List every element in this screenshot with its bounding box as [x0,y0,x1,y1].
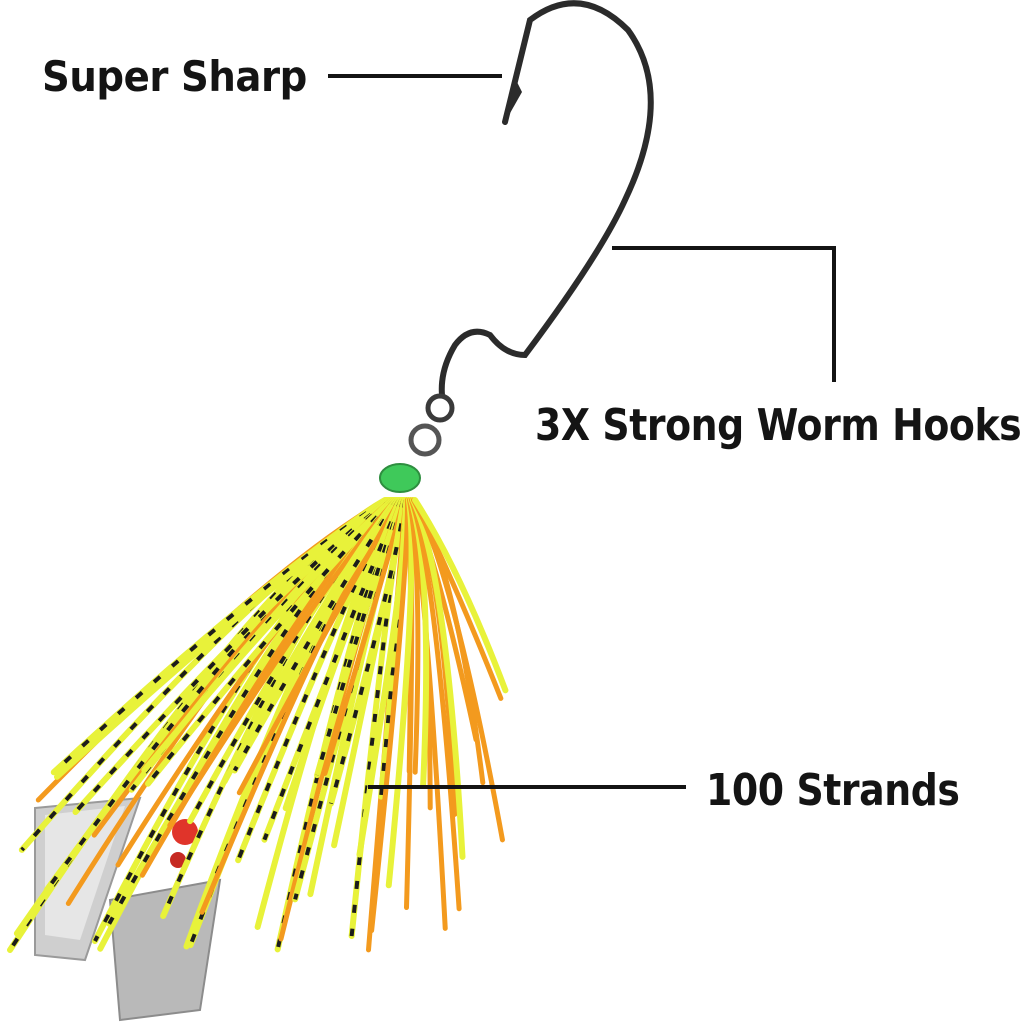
green-bead [379,463,421,493]
super-sharp-label: Super Sharp [42,52,307,101]
strong-hooks-label: 3X Strong Worm Hooks [535,400,1022,451]
red-bead [172,819,198,845]
spinner-blade-icon [34,796,222,1022]
callout-lines [328,74,836,789]
silicone-skirt-icon [7,497,509,953]
strands-label: 100 Strands [706,765,960,816]
fishing-hook-icon [379,0,654,493]
